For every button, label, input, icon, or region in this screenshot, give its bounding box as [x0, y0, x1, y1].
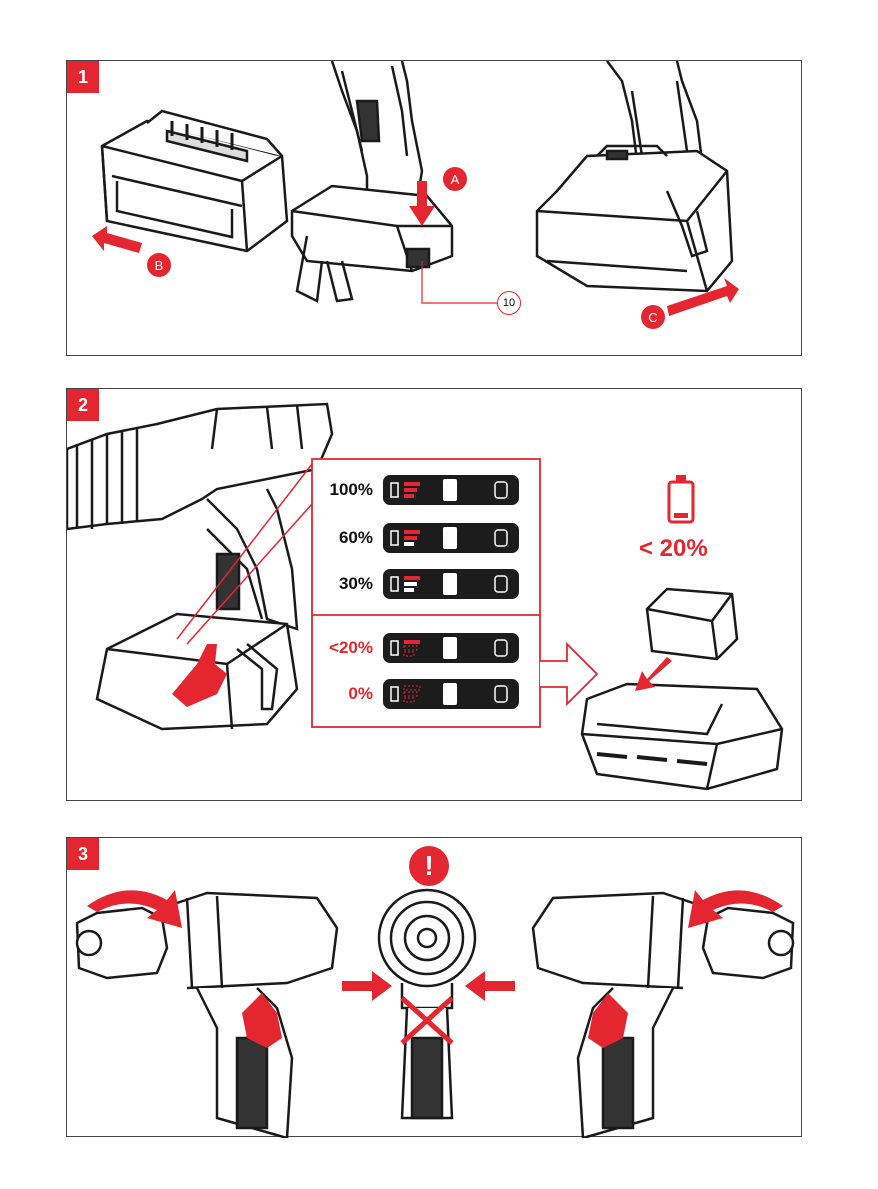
battery-level-label: 100%: [313, 480, 373, 500]
callout-b: B: [147, 253, 171, 277]
charge-bar: [404, 640, 420, 644]
low-battery-icon: [669, 475, 693, 522]
charge-bar: [404, 494, 414, 498]
charger-illustration: [582, 589, 782, 789]
drill-front-illustration: [379, 890, 475, 1118]
squeeze-arrow-right: [465, 971, 515, 1001]
charge-bar: [404, 576, 420, 580]
panel-2-illustration: [67, 389, 803, 802]
squeeze-arrow-left: [342, 971, 392, 1001]
charge-bar: [404, 530, 420, 534]
battery-pack-illustration: [102, 111, 287, 251]
battery-level-label: 30%: [313, 574, 373, 594]
charge-bar: [404, 582, 417, 586]
battery-level-label: 60%: [313, 528, 373, 548]
leader-line-10: [422, 261, 497, 303]
panel-1-illustration: [67, 61, 803, 357]
charge-bar: [404, 588, 414, 592]
callout-c: C: [641, 305, 665, 329]
drill-base-illustration: [292, 61, 452, 301]
panel-3: 3: [66, 837, 802, 1137]
callout-a: A: [443, 167, 467, 191]
center-block: [443, 637, 457, 659]
charge-bar: [404, 482, 420, 486]
center-block: [443, 573, 457, 595]
battery-level-label: <20%: [313, 638, 373, 658]
low-battery-label: < 20%: [639, 535, 708, 563]
charge-bar: [404, 536, 417, 540]
charge-bar: [404, 488, 417, 492]
battery-level-label: 0%: [313, 684, 373, 704]
center-block: [443, 683, 457, 705]
drill-left-illustration: [77, 893, 337, 1138]
panel-2: 2: [66, 388, 802, 801]
arrow-b: [92, 226, 142, 253]
panel-1: 1: [66, 60, 802, 356]
charge-bar: [404, 542, 414, 546]
center-block: [443, 479, 457, 501]
center-block: [443, 527, 457, 549]
warning-symbol: !: [409, 848, 449, 884]
arrow-to-charger: [540, 644, 597, 704]
reference-number-10: 10: [497, 291, 521, 315]
drill-right-illustration: [533, 893, 793, 1138]
drill-attached-illustration: [537, 61, 732, 291]
